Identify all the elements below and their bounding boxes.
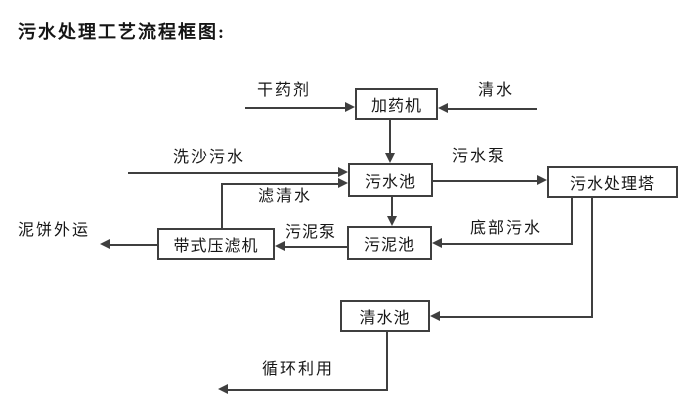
arrowhead-left-icon — [432, 238, 442, 248]
arrowhead-right-icon — [345, 102, 355, 112]
page-title: 污水处理工艺流程框图: — [18, 22, 226, 42]
edge-tower-to-clean-hline — [440, 316, 593, 318]
node-sewage-pool-label: 污水池 — [364, 174, 416, 191]
edge-bottom-sewage-vline — [571, 198, 573, 245]
edge-mud-cake-line — [110, 244, 157, 246]
edge-sand-washing-line — [128, 172, 338, 174]
edge-bottom-sewage-hline — [442, 243, 573, 245]
flow-label-sewage-pump: 污水泵 — [452, 148, 507, 165]
arrowhead-left-icon — [275, 241, 285, 251]
node-dosing-machine-label: 加药机 — [370, 98, 422, 115]
edge-dosing-to-sewage-line — [389, 120, 391, 154]
edge-filtered-water-hline — [221, 183, 338, 185]
arrowhead-left-icon — [438, 103, 448, 113]
arrowhead-left-icon — [100, 239, 110, 249]
flow-label-sludge-pump: 污泥泵 — [285, 224, 337, 241]
node-clean-water-pool: 清水池 — [340, 300, 430, 332]
flow-label-bottom-sewage: 底部污水 — [470, 220, 543, 237]
flow-label-dry-agent: 干药剂 — [257, 82, 312, 99]
node-treatment-tower-label: 污水处理塔 — [569, 176, 655, 193]
arrowhead-down-icon — [387, 216, 397, 226]
arrowhead-right-icon — [338, 167, 348, 177]
node-treatment-tower: 污水处理塔 — [547, 166, 678, 198]
edge-sewage-to-sludge-line — [391, 197, 393, 216]
edge-filtered-water-vline — [221, 184, 223, 228]
arrowhead-left-icon — [430, 311, 440, 321]
node-belt-filter-press: 带式压滤机 — [157, 228, 275, 260]
edge-tower-to-clean-vline — [591, 198, 593, 318]
arrowhead-right-icon — [338, 178, 348, 188]
arrowhead-left-icon — [218, 384, 228, 394]
edge-recycling-vline — [386, 332, 388, 391]
node-dosing-machine: 加药机 — [355, 88, 438, 120]
edge-sewage-pump-line — [433, 180, 537, 182]
flow-label-sand-washing-sewage: 洗沙污水 — [173, 149, 246, 166]
arrowhead-down-icon — [385, 153, 395, 163]
edge-recycling-hline — [228, 389, 388, 391]
flow-label-mud-cake-out: 泥饼外运 — [18, 222, 91, 239]
node-sludge-pool-label: 污泥池 — [363, 237, 415, 254]
flow-label-filtered-water: 滤清水 — [258, 188, 313, 205]
flow-label-recycling: 循环利用 — [262, 361, 335, 378]
node-clean-water-pool-label: 清水池 — [359, 310, 411, 327]
edge-dry-agent-line — [245, 107, 345, 109]
node-sewage-pool: 污水池 — [348, 163, 433, 197]
node-belt-filter-press-label: 带式压滤机 — [173, 238, 259, 255]
arrowhead-right-icon — [537, 175, 547, 185]
edge-clean-water-line — [448, 108, 537, 110]
flow-label-clean-water: 清水 — [478, 82, 515, 99]
node-sludge-pool: 污泥池 — [347, 226, 432, 260]
edge-sludge-pump-line — [285, 246, 347, 248]
